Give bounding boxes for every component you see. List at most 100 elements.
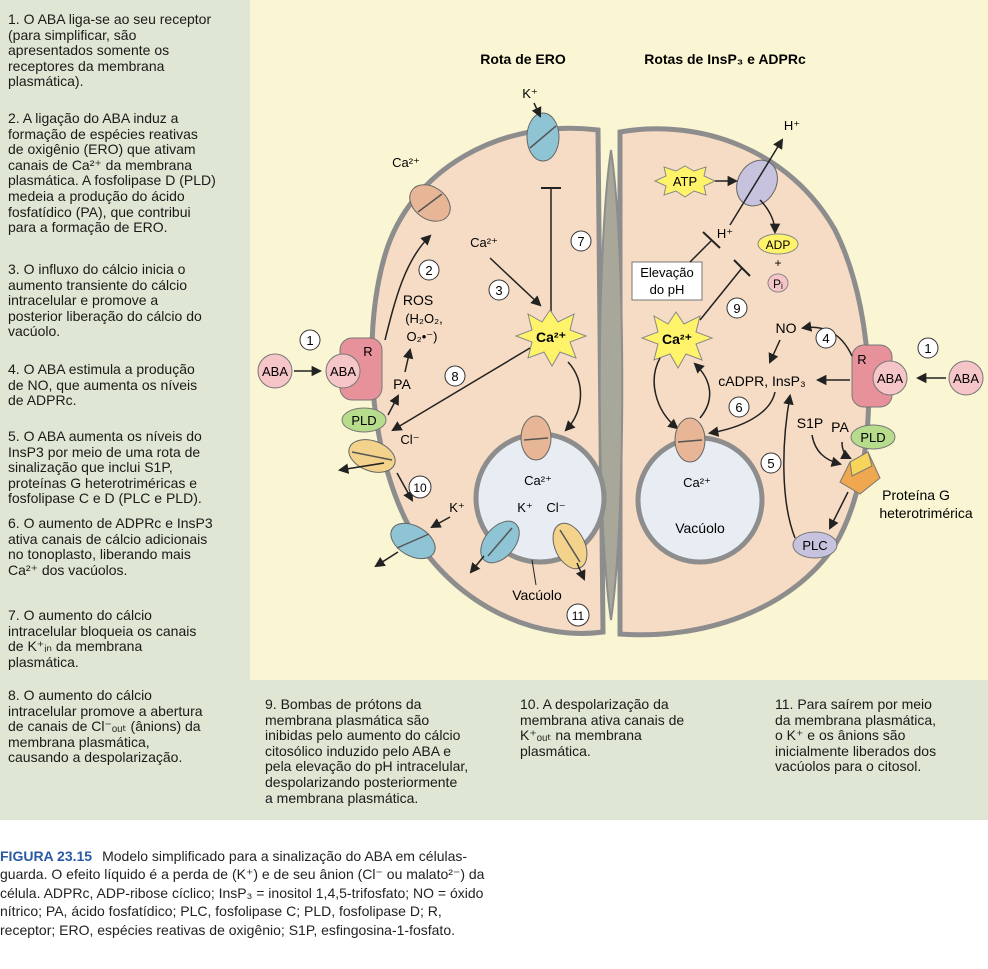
cl-vacuole-arrow	[575, 562, 586, 581]
ca-channel-tonoplast-left	[520, 415, 552, 461]
marker-4: 4	[815, 327, 837, 349]
atp-star	[653, 165, 717, 198]
aba-left-free-label: ABA	[262, 364, 288, 379]
plc-label: PLC	[802, 538, 827, 553]
aba-right-bound	[872, 360, 908, 396]
ph-block-bar	[702, 231, 721, 249]
marker-1-left: 1	[299, 329, 321, 351]
plus-label: +	[774, 256, 781, 270]
left-notes-panel	[0, 0, 250, 680]
plc-to-insp3-arrow	[783, 393, 796, 539]
pld-right	[850, 424, 896, 450]
adp-oval	[757, 233, 799, 255]
svg-text:1: 1	[306, 333, 313, 348]
h-outside-label: H⁺	[784, 118, 800, 133]
pa-to-ros-arrow	[403, 347, 414, 373]
marker-6: 6	[728, 396, 750, 418]
pld-left-label: PLD	[351, 413, 376, 428]
step-3-note: 3. O influxo do cálcio inicia o aumento …	[8, 261, 202, 340]
ca-outside-label: Ca²⁺	[392, 155, 420, 170]
s1p-to-g-arrow	[811, 434, 843, 467]
ros-species-label: (H₂O₂,	[405, 311, 443, 326]
ca-influx-arrow	[489, 257, 542, 307]
pump-to-adp-arrow	[759, 199, 781, 235]
ca-star-to-vacuole-arrow	[564, 361, 582, 432]
marker-5: 5	[760, 452, 782, 474]
step-1-note: 1. O ABA liga-se ao seu receptor (para s…	[8, 11, 212, 90]
ca-channel-tonoplast-right-pore	[677, 439, 703, 443]
ph-rise-box	[631, 261, 703, 301]
pi-oval	[767, 273, 789, 293]
step-6-note: 6. O aumento de ADPRc e InsP3 ativa cana…	[8, 515, 213, 578]
k-out-label: K⁺	[449, 500, 465, 515]
ca-inside-label: Ca²⁺	[470, 235, 498, 250]
ca-channel-tonoplast-left-pore	[523, 437, 549, 441]
ros-label: ROS	[403, 292, 433, 308]
ca-star-right-to-vacuole-arrow	[653, 357, 679, 430]
ros-species2-label: O₂•⁻)	[407, 329, 438, 344]
ph-block-line	[689, 239, 713, 263]
k-into-channel-arrow	[430, 516, 451, 529]
marker-7: 7	[570, 230, 592, 252]
step-9-note: 9. Bombas de prótons da membrana plasmát…	[265, 696, 469, 806]
ca-vacuole-right-label: Ca²⁺	[683, 475, 711, 490]
h-inside-label: H⁺	[717, 226, 733, 241]
pi-label: Pᵢ	[773, 277, 783, 291]
cl-channel-tonoplast-pore	[559, 529, 581, 563]
svg-text:4: 4	[822, 331, 829, 346]
figure-caption-text: Modelo simplificado para a sinalização d…	[0, 848, 485, 938]
step-8-note: 8. O aumento do cálcio intracelular prom…	[8, 687, 203, 766]
k-in-channel-pore	[529, 125, 557, 149]
aba-right-bound-label: ABA	[877, 371, 903, 386]
svg-text:11: 11	[572, 609, 585, 623]
step-5-note: 5. O ABA aumenta os níveis do InsP3 por …	[8, 428, 202, 507]
vacuole-right-to-ca-arrow	[693, 362, 711, 419]
h-efflux-arrow	[729, 138, 784, 226]
pld-right-label: PLD	[860, 430, 885, 445]
no-to-cadpr-arrow	[768, 339, 781, 364]
marker-2: 2	[418, 259, 440, 281]
k-out-channel-pore	[396, 533, 430, 549]
g-protein-label-1: Proteína G	[882, 487, 950, 503]
no-label: NO	[776, 320, 797, 336]
marker-8: 8	[444, 365, 466, 387]
atp-label: ATP	[673, 174, 697, 189]
aba-left-free	[257, 353, 293, 389]
aba-left-bound	[325, 353, 361, 389]
marker-11: 11	[566, 603, 590, 627]
vacuole-right-label: Vacúolo	[675, 520, 725, 536]
aba-right-free	[948, 360, 984, 396]
k-efflux-arrow	[374, 551, 399, 568]
step-4-note: 4. O ABA estimula a produção de NO, que …	[8, 361, 198, 409]
s1p-label: S1P	[797, 415, 823, 431]
cl-efflux-arrow	[337, 462, 385, 474]
pld-left	[341, 407, 387, 433]
step-2-note: 2. A ligação do ABA induz a formação de …	[8, 110, 216, 236]
k-channel-tonoplast-pore	[487, 527, 513, 557]
k-vacuole-label: K⁺	[517, 500, 533, 515]
receptor-left-label: R	[363, 344, 372, 359]
bottom-notes-panel	[0, 680, 988, 820]
g-protein-label-2: heterotrimérica	[879, 505, 973, 521]
plc-oval	[792, 531, 838, 559]
receptor-to-ca-channel-arrow	[384, 234, 432, 341]
adp-label: ADP	[766, 238, 791, 252]
cadpr-to-channel-arrow	[707, 391, 776, 437]
k-vacuole-arrow	[469, 555, 485, 574]
marker-10: 10	[408, 475, 432, 499]
aba-left-bound-label: ABA	[330, 364, 356, 379]
svg-text:10: 10	[413, 481, 427, 495]
svg-text:6: 6	[735, 400, 742, 415]
cl-vacuole-label: Cl⁻	[546, 500, 565, 515]
svg-text:8: 8	[451, 369, 458, 384]
g-to-plc-arrow	[829, 491, 849, 530]
svg-text:9: 9	[733, 301, 740, 316]
pa-right-label: PA	[831, 419, 849, 435]
vacuole-left-label: Vacúolo	[512, 587, 562, 603]
svg-text:5: 5	[767, 456, 774, 471]
ca-star-left-label: Ca²⁺	[536, 329, 566, 345]
ca-right-block-line	[699, 267, 743, 321]
ca-star-right	[640, 311, 714, 370]
svg-text:2: 2	[425, 263, 432, 278]
